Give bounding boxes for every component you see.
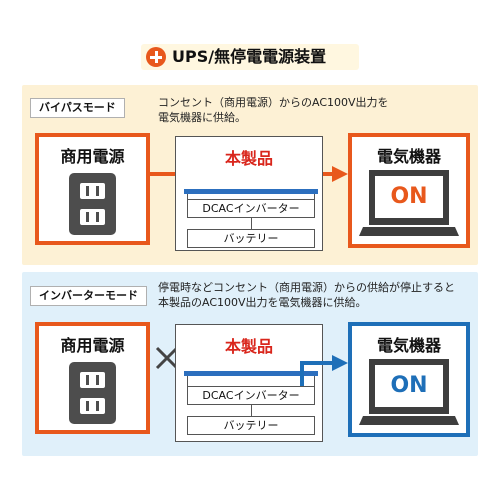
- laptop-keyboard: [359, 227, 459, 236]
- laptop-icon: ON: [369, 170, 449, 225]
- laptop-keyboard: [359, 416, 459, 425]
- on-text: ON: [390, 184, 428, 209]
- cross-icon: [155, 346, 179, 370]
- electrical-device-box: 電気機器 ON: [348, 322, 470, 437]
- electrical-device-label: 電気機器: [376, 336, 441, 355]
- product-label: 本製品: [224, 149, 273, 168]
- socket-lower: [80, 398, 105, 414]
- inverter-output-line-vertical: [300, 371, 304, 386]
- arrow-icon: [332, 355, 348, 371]
- laptop-icon: ON: [369, 359, 449, 414]
- inverter-description-line1: 停電時などコンセント（商用電源）からの供給が停止すると: [158, 281, 455, 294]
- product-blue-bar: [184, 371, 318, 376]
- product-label: 本製品: [224, 337, 273, 356]
- inverter-description-line2: 本製品のAC100V出力を電気機器に供給。: [158, 296, 367, 309]
- plus-icon: [146, 47, 166, 67]
- electrical-device-box: 電気機器 ON: [348, 133, 470, 248]
- commercial-power-box: 商用電源: [35, 322, 150, 434]
- inverter-mode-label: インバーターモード: [30, 286, 147, 306]
- bypass-description-line2: 電気機器に供給。: [158, 111, 246, 124]
- commercial-power-box: 商用電源: [35, 133, 150, 245]
- socket-upper: [80, 372, 105, 388]
- outlet-icon: [69, 362, 116, 424]
- dcac-inverter-block: DCACインバーター: [187, 199, 315, 218]
- header-banner: [141, 44, 359, 70]
- on-text: ON: [390, 373, 428, 398]
- socket-lower: [80, 209, 105, 225]
- dcac-inverter-block: DCACインバーター: [187, 386, 315, 405]
- commercial-power-label: 商用電源: [60, 147, 125, 166]
- battery-block: バッテリー: [187, 416, 315, 435]
- inverter-output-line: [300, 361, 340, 365]
- bypass-mode-label: バイパスモード: [30, 98, 125, 118]
- commercial-power-label: 商用電源: [60, 336, 125, 355]
- electrical-device-label: 電気機器: [376, 147, 441, 166]
- outlet-icon: [69, 173, 116, 235]
- arrow-icon: [332, 166, 348, 182]
- product-blue-bar: [184, 189, 318, 194]
- page-title: UPS/無停電電源装置: [172, 47, 327, 66]
- battery-block: バッテリー: [187, 229, 315, 248]
- socket-upper: [80, 183, 105, 199]
- bypass-description-line1: コンセント（商用電源）からのAC100V出力を: [158, 96, 389, 109]
